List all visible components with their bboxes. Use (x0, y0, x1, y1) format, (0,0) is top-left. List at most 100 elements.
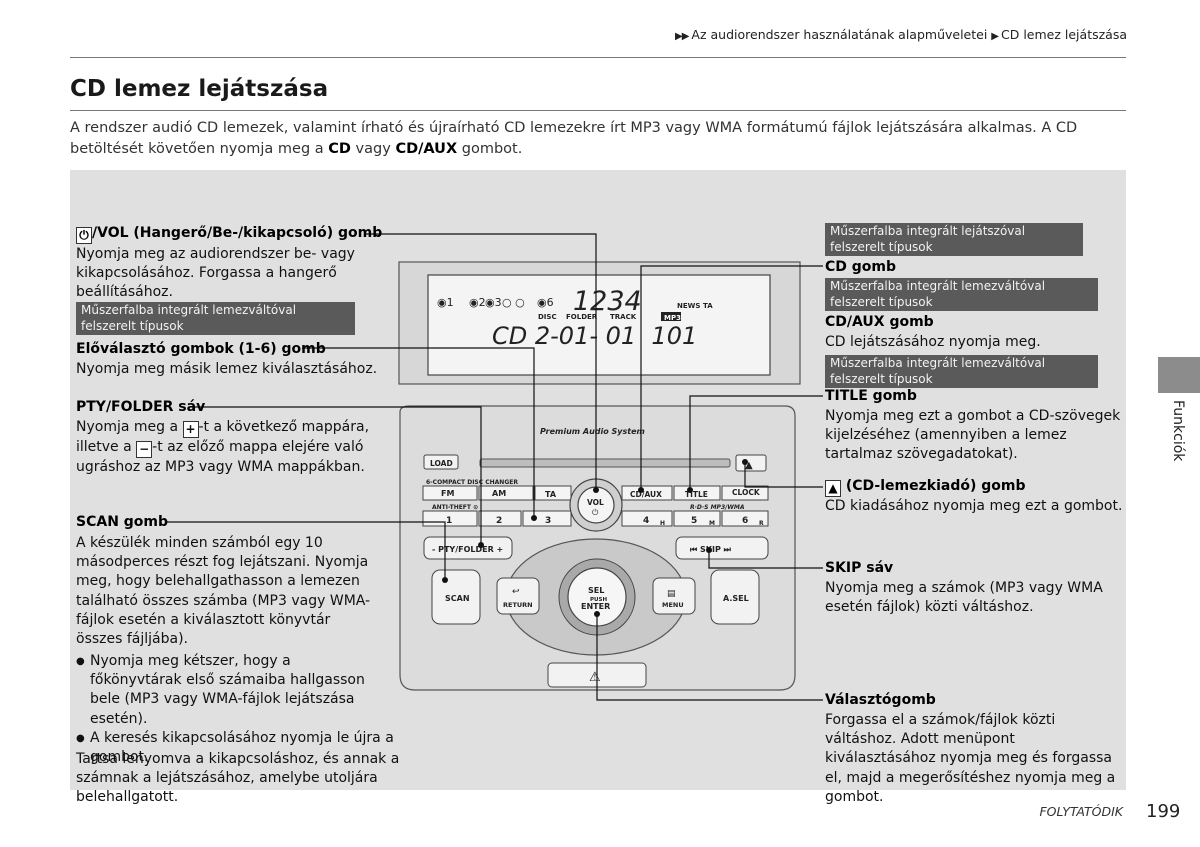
pty-folder-bar[interactable] (423, 536, 513, 560)
mp3-badge-bg (661, 312, 681, 321)
continued-label: FOLYTATÓDIK (1039, 804, 1123, 819)
title-button[interactable] (673, 485, 721, 501)
preset-5-sub: M (709, 520, 715, 527)
leader-skip (708, 550, 823, 569)
function-buttons-row: FM AM TA CD/AUX TITLE CLOCK (422, 485, 769, 501)
preset-3-label: 3 (545, 516, 551, 526)
skip-bar[interactable] (675, 536, 769, 560)
eject-button[interactable] (735, 454, 767, 472)
return-button[interactable] (496, 577, 540, 615)
pty-heading: PTY/FOLDER sáv (76, 399, 206, 415)
preset-4-button[interactable] (621, 510, 673, 527)
leader-title (689, 395, 823, 490)
preset-5-button[interactable] (673, 510, 721, 527)
page-title: CD lemez lejátszása (70, 76, 329, 102)
antitheft-label: ANTI-THEFT ⊙ (432, 504, 478, 511)
brand-label: Premium Audio System (540, 427, 645, 436)
preset-2-button[interactable] (478, 510, 522, 527)
return-icon: ↩ (512, 587, 520, 597)
section-tab[interactable] (1158, 357, 1200, 393)
preset-body: Nyomja meg másik lemez kiválasztásához. (76, 361, 378, 377)
preset-6-button[interactable] (721, 510, 769, 527)
scan-bullet-1: Nyomja meg kétszer, hogy a főkönyvtárak … (76, 652, 370, 729)
disc-indicator-6: ◉6 (537, 296, 554, 309)
track-label: TRACK (610, 313, 637, 321)
vol-label: VOL (587, 498, 604, 507)
scan-label: SCAN (445, 594, 470, 603)
preset-2-label: 2 (496, 516, 502, 526)
cdaux-body: CD lejátszásához nyomja meg. (825, 334, 1041, 350)
eject-body: CD kiadásához nyomja meg ezt a gombot. (825, 498, 1123, 514)
disc-indicator-2: ◉2 (469, 296, 486, 309)
intro-text: gombot. (457, 141, 523, 157)
leader-dots (442, 459, 748, 617)
header-divider (70, 57, 1126, 58)
breadcrumb-item[interactable]: Az audiorendszer használatának alapművel… (691, 27, 988, 42)
cdaux-label: CD/AUX (630, 490, 662, 499)
ta-button[interactable] (534, 485, 572, 501)
pty-line-3: ugráshoz az MP3 vagy WMA mappákban. (76, 459, 365, 475)
cdaux-note: Műszerfalba integrált lemezváltóval fels… (825, 278, 1098, 311)
menu-button[interactable] (652, 577, 696, 615)
section-tab-label: Funkciók (1170, 400, 1186, 462)
leader-pty (192, 406, 482, 545)
preset-heading: Előválasztó gombok (1-6) gomb (76, 341, 326, 357)
disc-label: DISC (538, 313, 557, 321)
main-readout: CD 2-01- 01 101 (492, 322, 697, 350)
sel-label: SEL (588, 586, 604, 595)
plus-key-icon: + (182, 421, 199, 438)
push-label: PUSH (590, 597, 607, 603)
cd-heading: CD gomb (825, 259, 897, 275)
fm-button[interactable] (422, 485, 478, 501)
power-heading: ⏻/VOL (Hangerő/Be-/kikapcsoló) gomb (76, 224, 382, 244)
asel-button[interactable] (710, 569, 760, 625)
preset-3-button[interactable] (522, 510, 572, 527)
intro-text: A rendszer audió CD lemezek, valamint ír… (70, 120, 1078, 157)
skip-body: Nyomja meg a számok (MP3 vagy WMA esetén… (825, 580, 1103, 616)
clock-readout: 1234 (573, 286, 642, 317)
preset-6-sub: R (759, 520, 764, 527)
leader-selector (596, 614, 823, 701)
intro-text: vagy (350, 141, 396, 157)
double-arrow-icon: ▶▶ (675, 31, 689, 42)
return-label: RETURN (503, 601, 533, 609)
rds-label: R·D·S MP3/WMA (690, 504, 745, 511)
leader-eject (744, 462, 823, 488)
pty-folder-label: - PTY/FOLDER + (432, 545, 503, 554)
selector-heading: Választógomb (825, 692, 936, 708)
preset-4-label: 4 (643, 516, 649, 526)
hazard-icon: ⚠ (589, 670, 601, 685)
menu-icon: ▤ (667, 589, 676, 599)
title-body: Nyomja meg ezt a gombot a CD-szövegek ki… (825, 408, 1121, 463)
preset-1-label: 1 (446, 516, 452, 526)
load-button[interactable] (423, 454, 459, 470)
preset-6-label: 6 (742, 516, 748, 526)
am-button[interactable] (478, 485, 534, 501)
leader-dot (442, 577, 448, 583)
pty-body: Nyomja meg a +-t a következő mappára, il… (76, 418, 396, 477)
cdaux-heading: CD/AUX gomb (825, 314, 934, 330)
intro-cdaux-term: CD/AUX (395, 141, 458, 157)
pty-text: Nyomja meg a (76, 419, 183, 435)
pty-text: -t a következő mappára, (198, 419, 370, 435)
leader-lines (166, 233, 823, 701)
cdaux-button[interactable] (621, 485, 673, 501)
title-label: TITLE (685, 490, 708, 499)
eject-icon: ▲ (745, 460, 753, 471)
fm-label: FM (441, 489, 454, 498)
arrow-icon: ▶ (991, 31, 999, 42)
power-heading-text: /VOL (Hangerő/Be-/kikapcsoló) gomb (92, 225, 383, 241)
title-divider (70, 110, 1126, 111)
disc-indicator-empty: ○ ○ (502, 296, 525, 309)
leader-dot (742, 459, 748, 465)
load-label: LOAD (430, 459, 453, 468)
scan-button[interactable] (431, 569, 481, 625)
disc-indicator-1: ◉1 (437, 296, 454, 309)
news-indicator: NEWS (677, 302, 700, 310)
leader-scan (166, 521, 446, 580)
breadcrumb-item-current: CD lemez lejátszása (1001, 27, 1127, 42)
disc-indicator-3: ◉3 (485, 296, 502, 309)
eject-heading-text: (CD-lemezkiadó) gomb (841, 478, 1026, 494)
ta-indicator: TA (703, 302, 713, 310)
